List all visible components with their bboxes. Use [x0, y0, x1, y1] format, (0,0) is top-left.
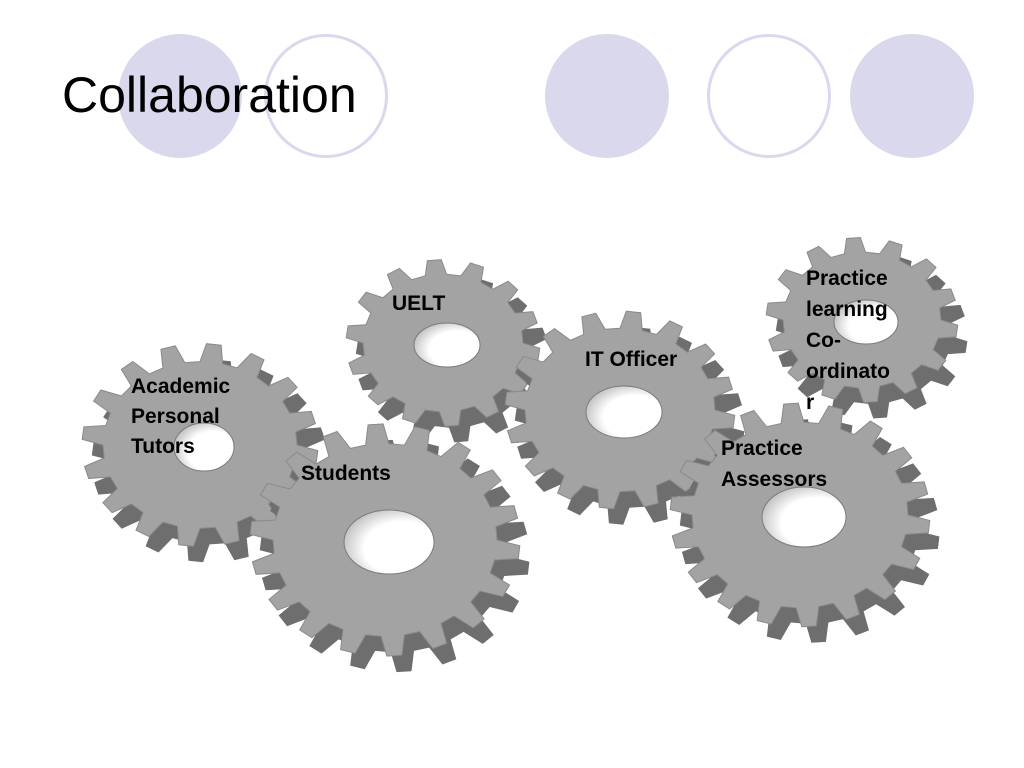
gear-label-students: Students — [301, 462, 391, 485]
gear-students — [249, 423, 530, 673]
gear-label-uelt: UELT — [392, 292, 445, 315]
gear-hole — [833, 299, 899, 345]
gear-practice-coordinator — [765, 236, 968, 419]
gear-hole — [585, 385, 663, 439]
gear-label-practice-assessors: Practice Assessors — [721, 437, 827, 491]
gear-hole — [173, 422, 235, 472]
gear-hole — [413, 322, 481, 368]
gear-hole — [343, 509, 435, 575]
decorative-circle — [850, 34, 974, 158]
gear-academic — [81, 343, 328, 563]
decorative-circle — [264, 34, 388, 158]
decorative-circle — [118, 34, 242, 158]
gear-label-academic: Academic Personal Tutors — [131, 375, 236, 458]
decorative-circle — [545, 34, 669, 158]
decorative-circle — [707, 34, 831, 158]
gear-label-it-officer: IT Officer — [585, 348, 677, 371]
gear-label-practice-coordinator: Practice learning Co- ordinato r — [806, 267, 896, 414]
gear-hole — [761, 486, 847, 548]
gear-practice-assessors — [669, 402, 940, 643]
slide-title: Collaboration — [62, 67, 357, 123]
gear-uelt — [345, 259, 550, 443]
